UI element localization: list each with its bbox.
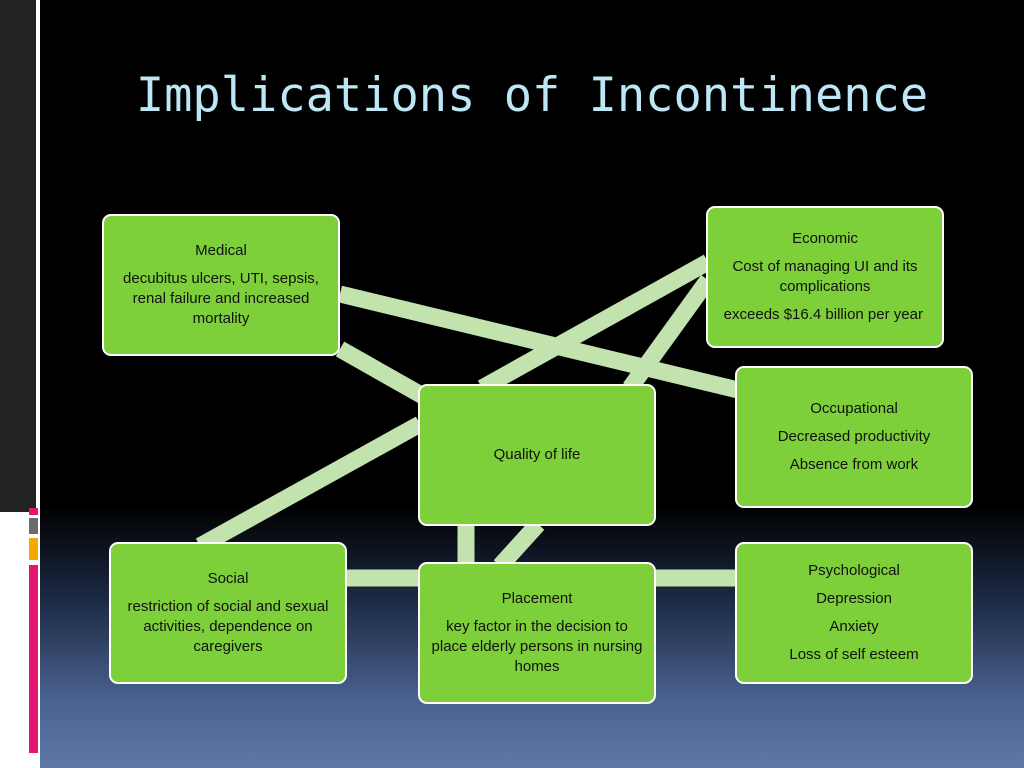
accent-orange <box>29 538 38 560</box>
slide-side-strip <box>0 0 40 768</box>
node-medical-heading: Medical <box>195 242 247 259</box>
node-psychological-item: Loss of self esteem <box>789 646 919 663</box>
node-occupational-item: Decreased productivity <box>777 428 931 445</box>
accent-gray <box>29 518 38 534</box>
node-economic: Economic Cost of managing UI and its com… <box>706 206 944 348</box>
side-bar-top <box>0 0 36 128</box>
node-psychological-item: Anxiety <box>829 618 879 635</box>
node-psychological-heading: Psychological <box>808 562 900 579</box>
node-placement-body: key factor in the decision to place elde… <box>431 618 643 675</box>
node-economic-line2-end: . <box>922 306 927 323</box>
node-psychological: Psychological Depression Anxiety Loss of… <box>735 542 973 684</box>
side-bar-upper <box>0 128 36 256</box>
connector-medical-occupational <box>338 285 740 399</box>
connector-medical-quality <box>335 341 435 408</box>
node-economic-heading: Economic <box>792 230 858 247</box>
node-quality-heading: Quality of life <box>493 446 581 463</box>
node-quality-of-life: Quality of life <box>418 384 656 526</box>
node-medical-body: decubitus ulcers, UTI, sepsis, renal fai… <box>123 270 319 327</box>
node-economic-line1: Cost of managing UI and its complication… <box>732 258 918 295</box>
node-social-body: restriction of social and sexual activit… <box>127 598 329 655</box>
connector-quality-placement-diagonal <box>493 518 545 572</box>
connector-economic-quality-right <box>623 275 715 393</box>
node-placement: Placement key factor in the decision to … <box>418 562 656 704</box>
connector-economic-quality <box>477 254 713 396</box>
node-occupational: Occupational Decreased productivity Abse… <box>735 366 973 508</box>
side-bar-lower <box>0 384 36 512</box>
accent-pink-long <box>29 565 38 753</box>
node-economic-line2: exceeds $16.4 billion per year <box>723 306 923 323</box>
accent-pink-small <box>29 508 38 515</box>
node-placement-heading: Placement <box>501 590 573 607</box>
node-psychological-item: Depression <box>816 590 892 607</box>
node-social: Social restriction of social and sexual … <box>109 542 347 684</box>
slide-title: Implications of Incontinence <box>135 68 929 123</box>
side-bar-middle <box>0 256 36 384</box>
node-social-heading: Social <box>207 570 249 587</box>
node-occupational-item: Absence from work <box>789 456 919 473</box>
node-medical: Medical decubitus ulcers, UTI, sepsis, r… <box>102 214 340 356</box>
node-occupational-heading: Occupational <box>810 400 898 417</box>
node-economic-line2-wrap: exceeds $16.4 billion per year. <box>716 305 934 325</box>
connector-quality-social <box>195 416 425 554</box>
